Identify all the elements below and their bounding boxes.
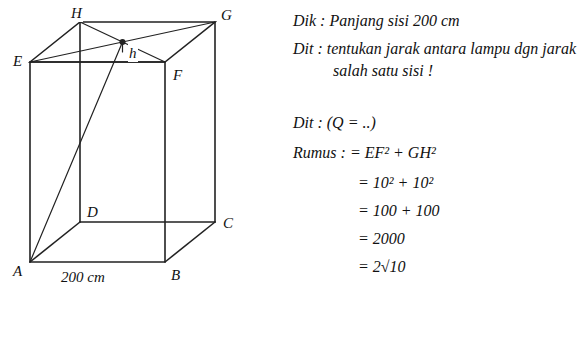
solution-text: Dit : (Q = ..) bbox=[293, 112, 376, 134]
cube-top-face bbox=[30, 22, 215, 62]
vertex-label: h bbox=[128, 44, 138, 62]
top-diagonal bbox=[80, 22, 165, 62]
vertex-label: 200 cm bbox=[60, 268, 106, 286]
vertex-label: B bbox=[170, 266, 181, 284]
vertex-label: H bbox=[70, 4, 83, 22]
solution-text: = 10² + 10² bbox=[358, 172, 433, 194]
solution-text: = 2000 bbox=[358, 228, 405, 250]
vertex-label: E bbox=[12, 52, 23, 70]
vertex-label: A bbox=[12, 262, 23, 280]
solution-text: Dik : Panjang sisi 200 cm bbox=[293, 10, 460, 32]
cube-edge bbox=[80, 221, 215, 223]
solution-text: = 2√10 bbox=[358, 256, 406, 278]
solution-text: = 100 + 100 bbox=[358, 200, 440, 222]
vertex-label: C bbox=[222, 214, 234, 232]
lamp-point bbox=[120, 39, 126, 45]
cube-edge bbox=[165, 222, 215, 262]
vertex-label: D bbox=[86, 203, 99, 221]
vertex-label: G bbox=[220, 6, 233, 24]
cube-edge bbox=[30, 222, 80, 262]
cube-edge bbox=[79, 22, 81, 222]
vertex-label: F bbox=[172, 66, 183, 84]
solution-text: Rumus : = EF² + GH² bbox=[293, 142, 436, 164]
cube-edge bbox=[214, 22, 216, 222]
distance-line bbox=[30, 42, 123, 262]
solution-text: Dit : tentukan jarak antara lampu dgn ja… bbox=[293, 38, 578, 82]
top-diagonal bbox=[30, 22, 215, 62]
cube-front-face bbox=[30, 62, 165, 262]
